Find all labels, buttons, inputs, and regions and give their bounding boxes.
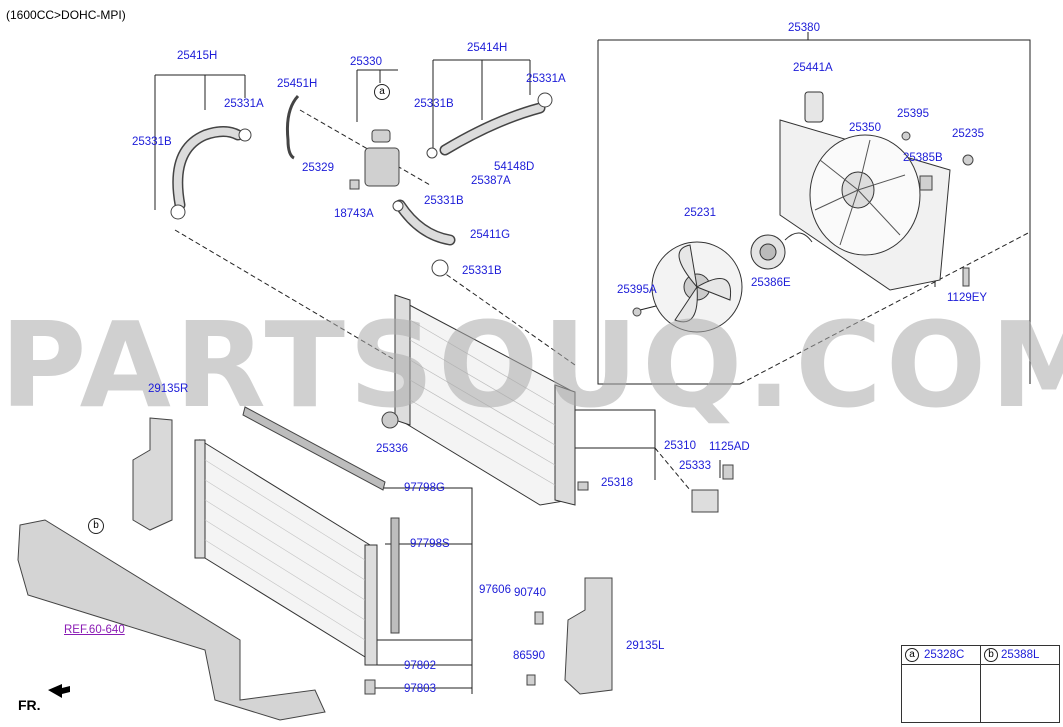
part-label-25441A[interactable]: 25441A: [793, 62, 833, 74]
part-label-25414H[interactable]: 25414H: [467, 42, 508, 54]
part-label-97798G[interactable]: 97798G: [404, 482, 445, 494]
part-label-25387A[interactable]: 25387A: [471, 175, 511, 187]
part-label-1125AD[interactable]: 1125AD: [709, 441, 750, 453]
legend-b-code[interactable]: 25388L: [1001, 649, 1040, 661]
part-label-25318[interactable]: 25318: [601, 477, 633, 489]
part-label-25380[interactable]: 25380: [788, 22, 820, 34]
part-label-25350[interactable]: 25350: [849, 122, 881, 134]
part-label-25415H[interactable]: 25415H: [177, 50, 218, 62]
part-label-25310[interactable]: 25310: [664, 440, 696, 452]
part-label-25331B-lower[interactable]: 25331B: [424, 195, 464, 207]
part-label-25331B-mid[interactable]: 25331B: [414, 98, 454, 110]
part-label-18743A[interactable]: 18743A: [334, 208, 374, 220]
part-label-25231[interactable]: 25231: [684, 207, 716, 219]
part-label-29135R[interactable]: 29135R: [148, 383, 189, 395]
part-label-25411G[interactable]: 25411G: [470, 229, 511, 241]
part-label-97798S[interactable]: 97798S: [410, 538, 450, 550]
part-label-25451H[interactable]: 25451H: [277, 78, 318, 90]
part-label-97803[interactable]: 97803: [404, 683, 436, 695]
part-label-25329[interactable]: 25329: [302, 162, 334, 174]
part-label-1129EY[interactable]: 1129EY: [947, 292, 988, 304]
legend-a-circle: a: [905, 648, 919, 662]
part-label-25395A[interactable]: 25395A: [617, 284, 657, 296]
part-label-25385B[interactable]: 25385B: [903, 152, 943, 164]
front-direction-label: FR.: [18, 697, 41, 713]
legend-box: a 25328C b 25388L: [901, 645, 1060, 723]
part-label-25333[interactable]: 25333: [679, 460, 711, 472]
part-label-25336[interactable]: 25336: [376, 443, 408, 455]
part-label-25395[interactable]: 25395: [897, 108, 929, 120]
part-label-54148D[interactable]: 54148D: [494, 161, 535, 173]
callout-a: a: [374, 84, 390, 100]
engine-label: (1600CC>DOHC-MPI): [6, 8, 126, 22]
part-label-86590[interactable]: 86590: [513, 650, 545, 662]
part-label-25331B-bottom[interactable]: 25331B: [462, 265, 502, 277]
part-label-25331B-left[interactable]: 25331B: [132, 136, 172, 148]
part-label-25386E[interactable]: 25386E: [751, 277, 791, 289]
part-label-25330[interactable]: 25330: [350, 56, 382, 68]
part-label-25235[interactable]: 25235: [952, 128, 984, 140]
reference-link[interactable]: REF.60-640: [64, 624, 125, 636]
legend-a-code[interactable]: 25328C: [924, 649, 965, 661]
part-label-29135L[interactable]: 29135L: [626, 640, 665, 652]
part-label-90740[interactable]: 90740: [514, 587, 546, 599]
part-label-25331A-right[interactable]: 25331A: [526, 73, 566, 85]
part-label-97606[interactable]: 97606: [479, 584, 511, 596]
radiator-core: [399, 299, 571, 506]
group-bracket-25380: [598, 39, 1031, 384]
callout-b: b: [88, 518, 104, 534]
legend-b-circle: b: [984, 648, 998, 662]
part-label-25331A-left[interactable]: 25331A: [224, 98, 264, 110]
part-label-97802[interactable]: 97802: [404, 660, 436, 672]
